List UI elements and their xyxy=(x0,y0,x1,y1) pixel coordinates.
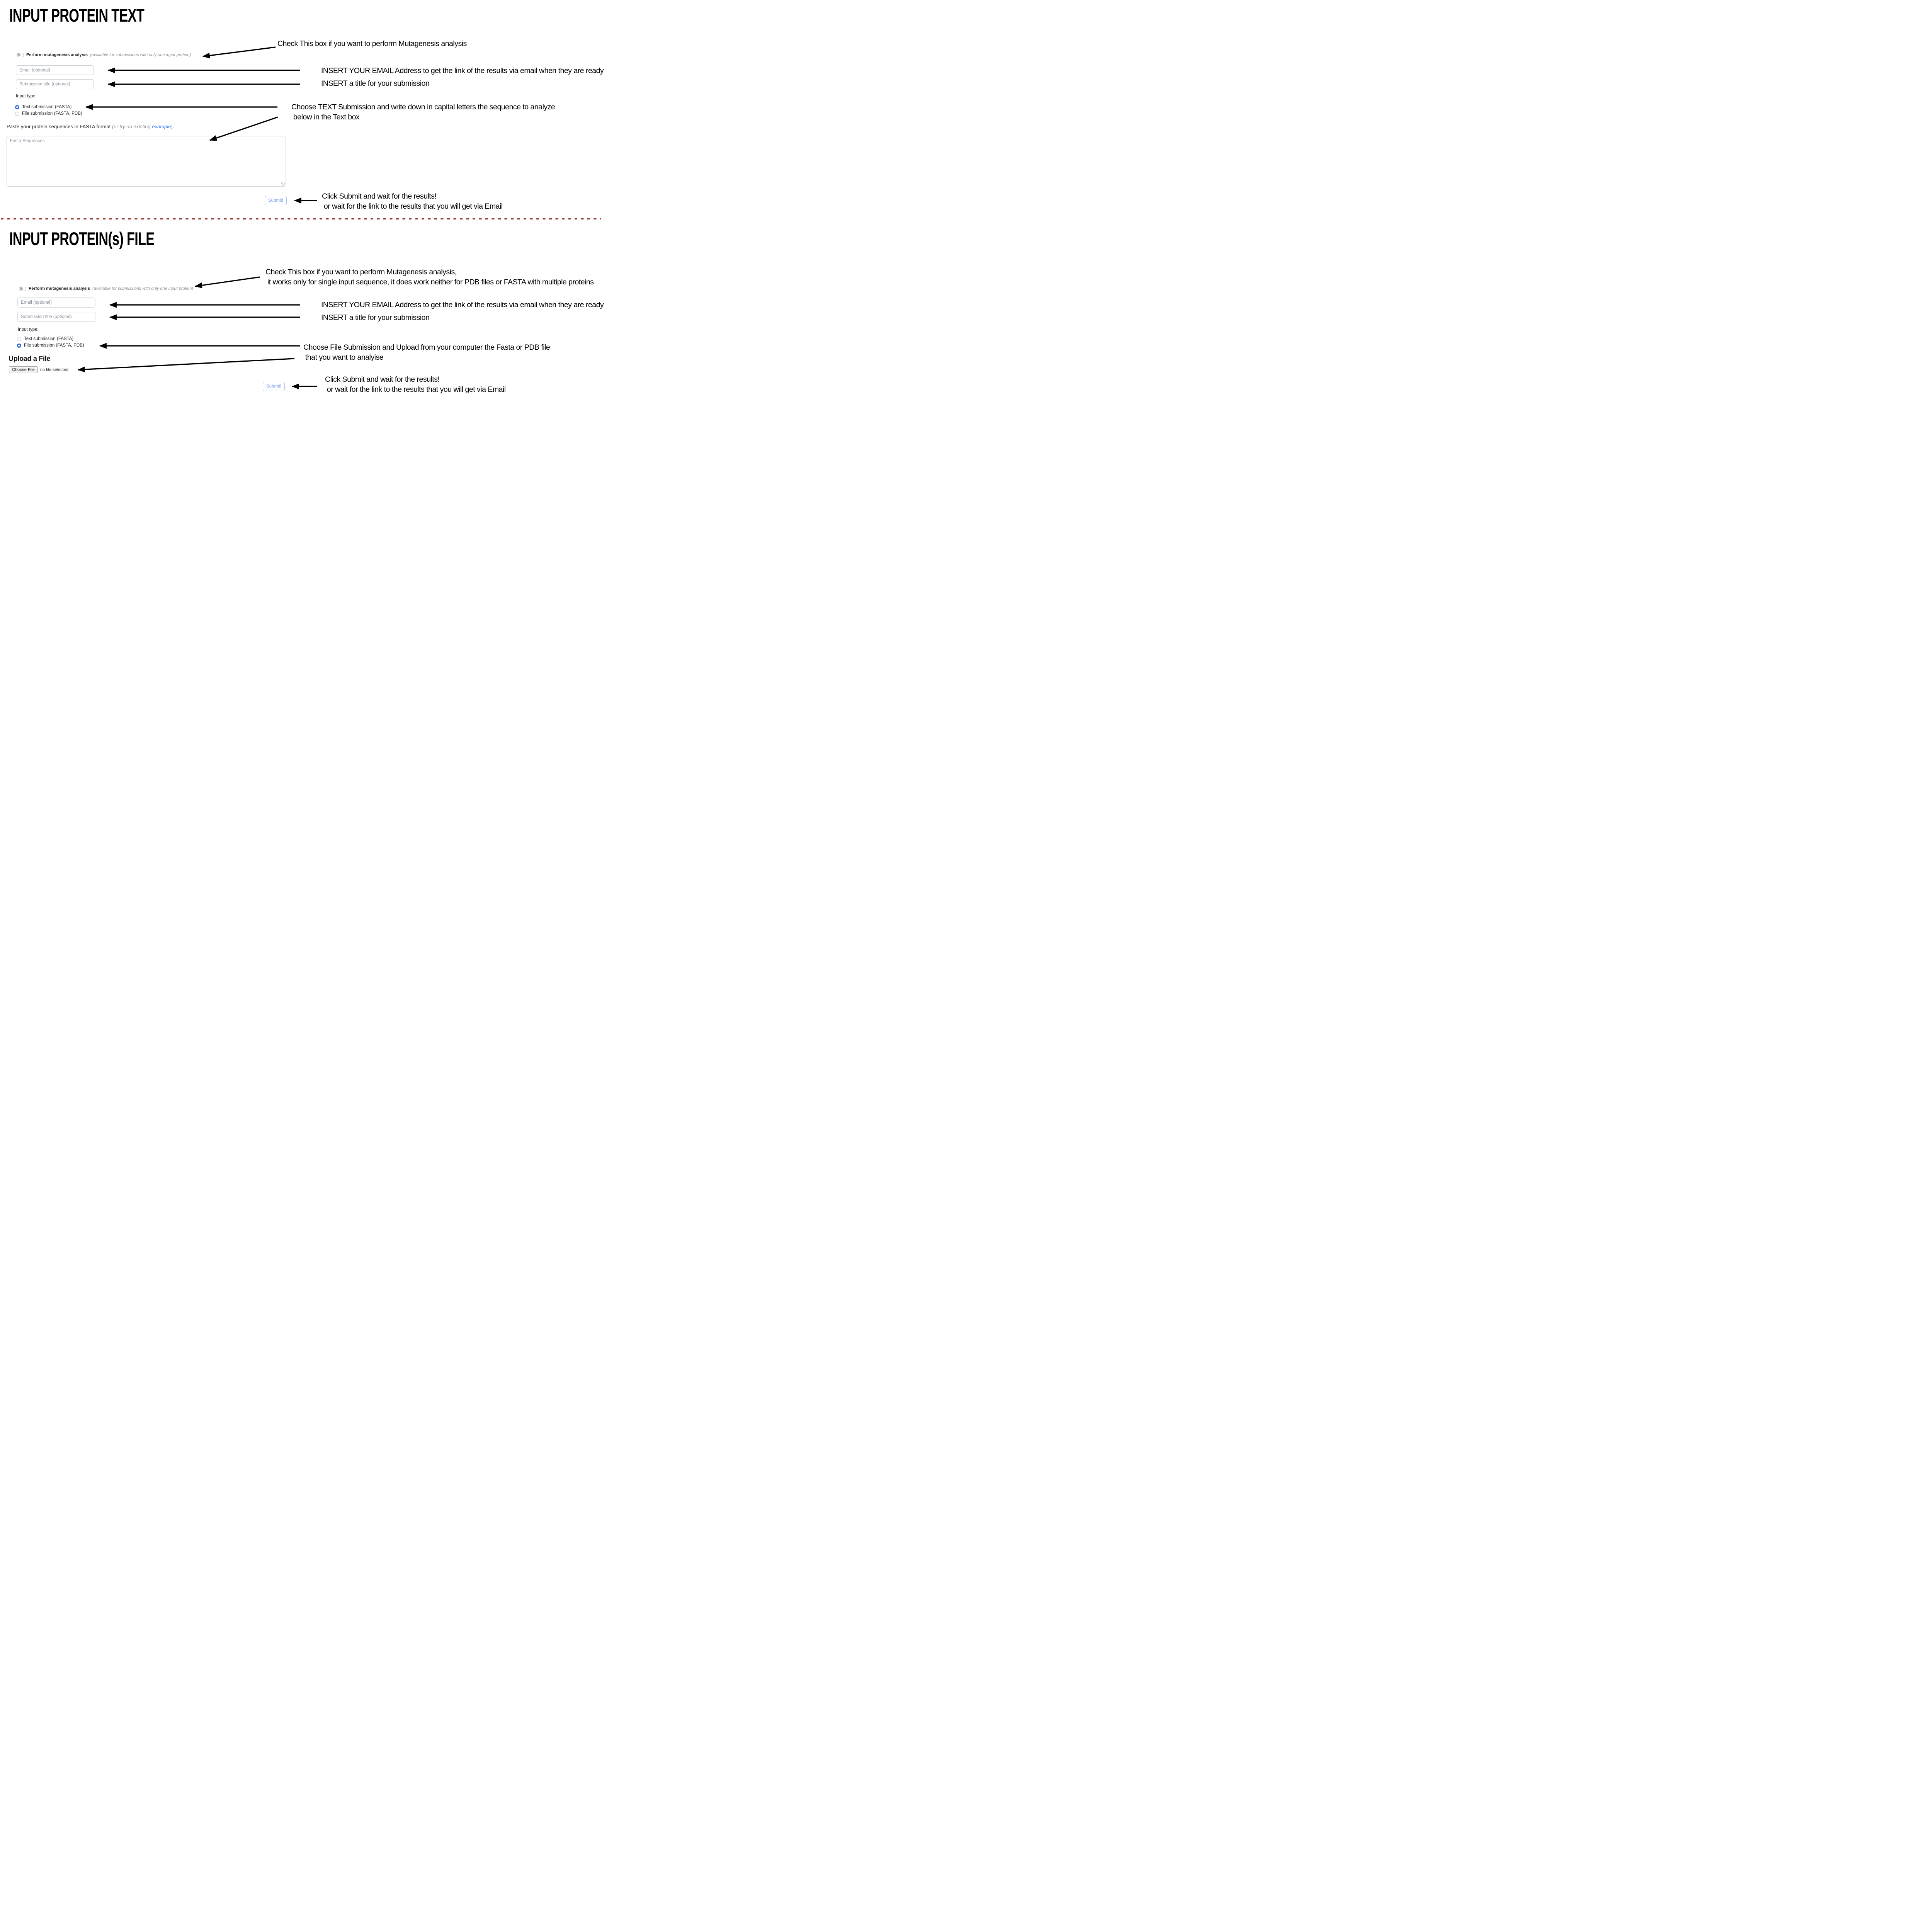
mutagenesis-label: Perform mutagenesis analysis xyxy=(26,53,88,57)
mutagenesis-label: Perform mutagenesis analysis xyxy=(29,286,90,291)
file-input-control[interactable]: Choose File no file selected xyxy=(9,366,68,373)
file-section-title: INPUT PROTEIN(s) FILE xyxy=(9,228,155,249)
annotation-file-title: INSERT a title for your submission xyxy=(321,313,430,322)
upload-file-heading: Upload a File xyxy=(9,355,51,362)
annotation-text-radio: Choose TEXT Submission and write down in… xyxy=(291,103,555,121)
text-submission-radio[interactable] xyxy=(15,105,19,109)
mutagenesis-note: (available for submissions with only one… xyxy=(90,53,191,57)
arrow-icon-text-mutagenesis xyxy=(202,46,276,59)
annotation-text-title: INSERT a title for your submission xyxy=(321,79,430,88)
text-submission-radio[interactable] xyxy=(17,337,21,341)
resize-handle-icon[interactable] xyxy=(281,182,285,186)
text-submission-radio-row: Text submission (FASTA) xyxy=(15,105,71,109)
annotation-text-submit: Click Submit and wait for the results! o… xyxy=(322,192,503,211)
mutagenesis-toggle[interactable] xyxy=(17,53,24,57)
annotation-file-mutagenesis: Check This box if you want to perform Mu… xyxy=(265,268,594,286)
file-submit-button[interactable]: Submit! xyxy=(263,382,285,391)
email-input[interactable] xyxy=(16,65,94,75)
file-submission-radio-row: File submission (FASTA, PDB) xyxy=(17,343,84,348)
page: INPUT PROTEIN TEXT Check This box if you… xyxy=(0,0,618,428)
toggle-knob-icon xyxy=(17,53,20,56)
input-type-label: Input type: xyxy=(18,327,39,332)
mutagenesis-note: (available for submissions with only one… xyxy=(92,286,194,291)
arrow-icon-file-mutagenesis xyxy=(194,276,260,289)
paste-instruction: Paste your protein sequences in FASTA fo… xyxy=(7,124,174,129)
annotation-file-radio: Choose File Submission and Upload from y… xyxy=(303,343,550,362)
file-submission-radio-label: File submission (FASTA, PDB) xyxy=(22,111,82,116)
fasta-textarea[interactable] xyxy=(7,136,286,187)
file-submission-radio-label: File submission (FASTA, PDB) xyxy=(24,343,84,348)
text-section-title: INPUT PROTEIN TEXT xyxy=(9,5,145,26)
text-submit-button[interactable]: Submit! xyxy=(265,196,287,205)
file-submission-radio-row: File submission (FASTA, PDB) xyxy=(15,111,82,116)
text-submission-radio-row: Text submission (FASTA) xyxy=(17,337,73,341)
file-submission-radio[interactable] xyxy=(17,343,21,348)
annotation-arrows-layer xyxy=(77,46,317,389)
text-submission-radio-label: Text submission (FASTA) xyxy=(24,337,74,341)
input-type-label: Input type: xyxy=(16,94,37,99)
text-submission-radio-label: Text submission (FASTA) xyxy=(22,105,72,109)
submission-title-input[interactable] xyxy=(16,79,94,89)
annotation-text-email: INSERT YOUR EMAIL Address to get the lin… xyxy=(321,66,604,75)
file-status-text: no file selected xyxy=(40,367,69,372)
annotation-text-mutagenesis: Check This box if you want to perform Mu… xyxy=(277,39,467,48)
section-separator xyxy=(1,218,601,219)
toggle-knob-icon xyxy=(19,287,23,290)
arrow-icon-choose-file xyxy=(77,358,295,372)
annotation-file-submit: Click Submit and wait for the results! o… xyxy=(325,375,506,394)
annotation-file-email: INSERT YOUR EMAIL Address to get the lin… xyxy=(321,301,604,309)
text-mutagenesis-toggle-row: Perform mutagenesis analysis (available … xyxy=(17,52,191,58)
choose-file-button[interactable]: Choose File xyxy=(9,366,38,373)
file-mutagenesis-toggle-row: Perform mutagenesis analysis (available … xyxy=(19,286,193,291)
file-submission-radio[interactable] xyxy=(15,111,19,116)
mutagenesis-toggle[interactable] xyxy=(19,286,26,291)
submission-title-input[interactable] xyxy=(17,312,95,322)
email-input[interactable] xyxy=(17,298,95,308)
